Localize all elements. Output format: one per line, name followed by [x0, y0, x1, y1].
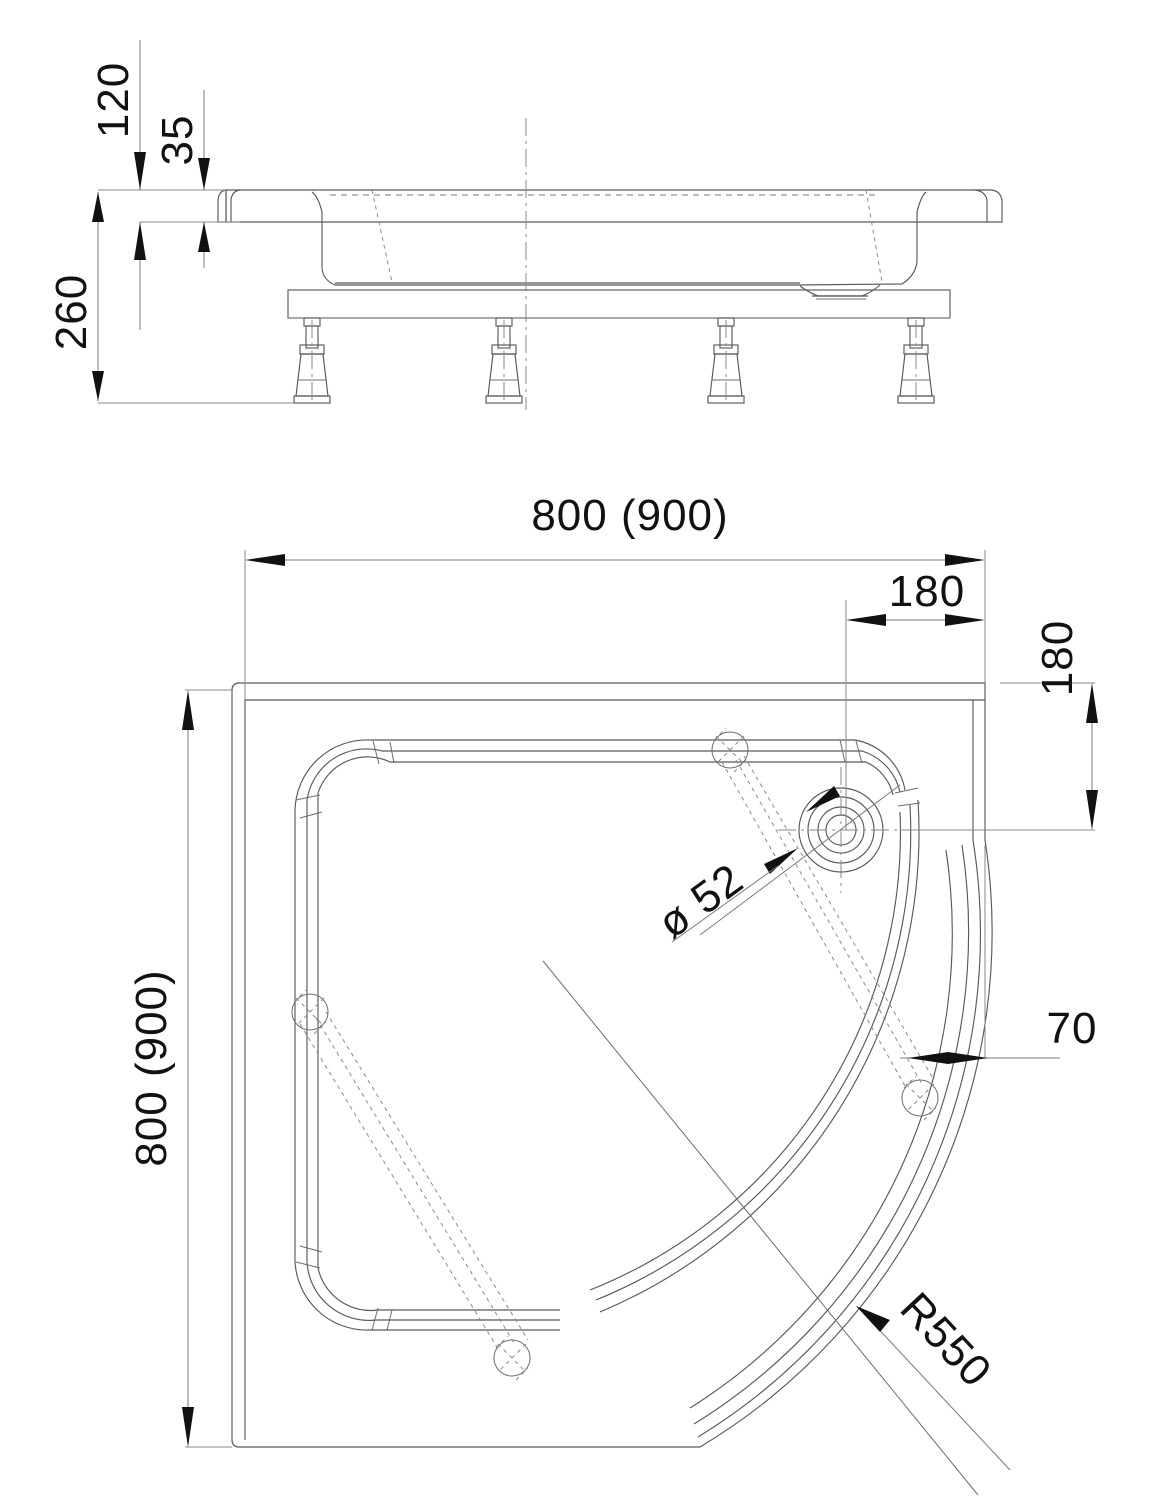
dim-radius-550: R550 — [856, 1283, 1011, 1471]
support-feet — [293, 317, 935, 404]
drain-assembly — [778, 767, 904, 893]
dim-180-horizontal: 180 — [846, 567, 985, 626]
dim-800-900-horizontal: 800 (900) — [245, 491, 985, 566]
dim-120: 120 — [89, 40, 146, 330]
tray-hidden-lines — [330, 189, 883, 283]
support-frame — [287, 289, 951, 319]
dim-label-35: 35 — [153, 115, 202, 166]
fixing-point — [291, 989, 329, 1035]
dim-260: 260 — [47, 192, 104, 401]
dim-label-120: 120 — [89, 62, 138, 138]
dim-label-depth: 800 (900) — [127, 969, 176, 1166]
dim-label-R550: R550 — [891, 1283, 1001, 1396]
foot — [707, 317, 745, 404]
quadrant-diagonal — [542, 960, 979, 1496]
fixing-point — [711, 727, 749, 773]
tray-outer-outline — [231, 682, 986, 1448]
dim-label-70: 70 — [1047, 1004, 1098, 1053]
tray-corner-arcs-R550 — [689, 839, 993, 1448]
plan-view-dimensions: 800 (900) 180 180 — [127, 491, 1098, 1471]
plan-view: 800 (900) 180 180 — [127, 491, 1098, 1496]
dim-800-900-vertical: 800 (900) — [127, 690, 194, 1447]
dim-label-260: 260 — [47, 274, 96, 350]
dim-label-width: 800 (900) — [531, 491, 728, 540]
side-elevation-view: 260 120 35 — [47, 40, 1003, 410]
dim-35: 35 — [153, 90, 210, 268]
foot — [293, 317, 331, 404]
hidden-support-rails — [299, 755, 935, 1353]
dim-label-180-v: 180 — [1033, 620, 1082, 696]
tray-basin-profile — [311, 191, 927, 286]
fixing-point — [493, 1335, 531, 1381]
dim-180-vertical: 180 — [1033, 620, 1098, 830]
basin-inner-outline — [294, 739, 921, 1331]
fixing-points — [291, 727, 939, 1381]
dim-label-180-h: 180 — [889, 567, 965, 616]
drain-boss — [799, 284, 881, 300]
dim-70: 70 — [900, 1004, 1098, 1064]
foot — [897, 317, 935, 404]
side-view-dimensions: 260 120 35 — [47, 40, 294, 404]
foot — [485, 317, 523, 404]
